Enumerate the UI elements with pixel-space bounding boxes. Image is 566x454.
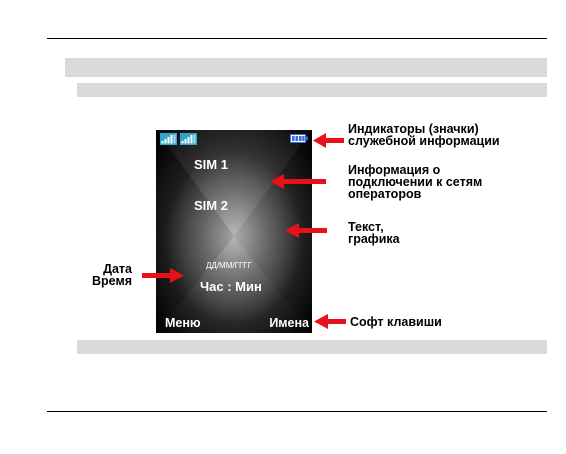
callout-date-line: Дата — [103, 262, 132, 276]
callout-date-time: Дата Время — [92, 262, 132, 288]
date-format: ДД/ММ/ГГГГ — [206, 261, 252, 270]
sim1-label: SIM 1 — [194, 157, 228, 172]
header-band-narrow — [77, 83, 547, 97]
time-format: Час : Мин — [200, 279, 262, 294]
battery-icon — [290, 134, 308, 143]
callout-text-graphics: Текст, графика — [348, 220, 400, 246]
phone-screen: SIM 1 SIM 2 ДД/ММ/ГГГГ Час : Мин Меню Им… — [156, 130, 312, 333]
screen-background-streaks — [156, 130, 312, 333]
callout-operators-line2: подключении к сетям — [348, 175, 483, 189]
callout-operators-line3: операторов — [348, 187, 422, 201]
arrow-soft-keys — [314, 314, 346, 329]
sim2-label: SIM 2 — [194, 198, 228, 213]
callout-operators-line1: Информация о — [348, 163, 441, 177]
callout-text-graphics-line1: Текст, — [348, 220, 384, 234]
header-band-wide — [65, 58, 547, 77]
arrow-indicators — [313, 133, 344, 148]
sim1-signal-icon — [160, 133, 177, 145]
footer-band — [77, 340, 547, 354]
callout-text-graphics-line2: графика — [348, 232, 400, 246]
top-rule — [47, 38, 547, 39]
callout-operators: Информация о подключении к сетям операто… — [348, 163, 483, 201]
callout-indicators-line2: служебной информации — [348, 134, 500, 148]
softkey-right[interactable]: Имена — [269, 316, 309, 330]
bottom-rule — [47, 411, 547, 412]
callout-indicators: Индикаторы (значки) служебной информации — [348, 122, 500, 148]
callout-time-line: Время — [92, 274, 132, 288]
callout-indicators-line1: Индикаторы (значки) — [348, 122, 479, 136]
softkey-left[interactable]: Меню — [165, 316, 201, 330]
callout-soft-keys: Софт клавиши — [350, 315, 442, 329]
sim2-signal-icon — [180, 133, 197, 145]
